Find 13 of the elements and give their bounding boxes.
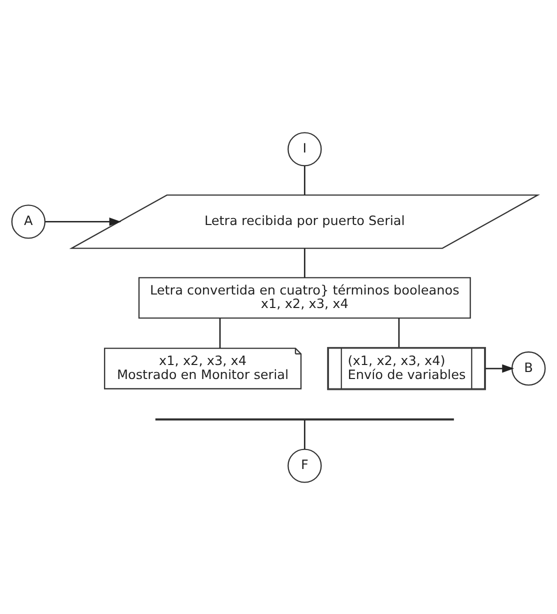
connector [219, 318, 221, 348]
node-box: Letra convertida en cuatro} términos booleanos x1, x2, x3, x4 [138, 276, 471, 318]
node-circle: B [511, 350, 546, 386]
connector [304, 248, 306, 278]
node-circle: F [288, 448, 322, 482]
connector [398, 318, 400, 347]
node-bar [155, 418, 454, 420]
connector [304, 419, 306, 449]
connector [304, 166, 306, 195]
node-circle: A [11, 204, 46, 238]
node-circle: I [288, 132, 322, 166]
arrow [45, 217, 122, 226]
arrow [486, 364, 514, 372]
